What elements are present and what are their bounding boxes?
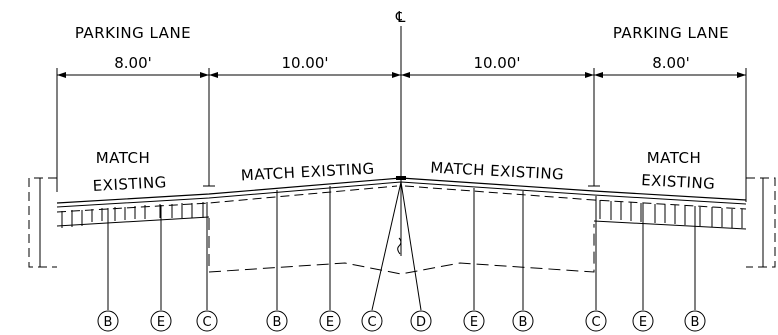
callout-letter: B	[104, 315, 113, 330]
crown-detail	[396, 176, 406, 256]
match-existing-right-line1: MATCH	[647, 149, 702, 167]
dimension-right-travel: 10.00'	[473, 54, 520, 72]
gutter-hatch-right	[599, 200, 743, 228]
callout-letter: E	[470, 315, 478, 330]
match-existing-center-right: MATCH EXISTING	[430, 159, 565, 184]
match-existing-center-left: MATCH EXISTING	[240, 160, 375, 185]
match-existing-left-line2: EXISTING	[92, 173, 167, 195]
callout-circles	[97, 310, 706, 332]
existing-curb-right	[746, 177, 776, 268]
callout-letter: E	[639, 315, 647, 330]
dimension-left-travel: 10.00'	[281, 54, 328, 72]
callout-letter: E	[326, 315, 334, 330]
callout-letter: D	[416, 315, 426, 330]
callout-letter: B	[519, 315, 528, 330]
subbase-outline	[208, 218, 595, 275]
dimension-left-parking: 8.00'	[114, 54, 152, 72]
callout-letter: B	[691, 315, 700, 330]
centerline-symbol: ℄	[395, 8, 406, 26]
dimension-arrows	[57, 72, 746, 78]
match-existing-right-line2: EXISTING	[641, 171, 716, 193]
dimension-right-parking: 8.00'	[652, 54, 690, 72]
callout-letter: E	[157, 315, 165, 330]
right-parking-lane-label: PARKING LANE	[613, 24, 729, 42]
existing-curb-left	[28, 177, 57, 268]
callout-leaders	[107, 181, 696, 311]
gutter-hatch-left	[61, 202, 204, 228]
callout-letter: C	[202, 315, 211, 330]
left-parking-lane-label: PARKING LANE	[75, 24, 191, 42]
match-existing-left-line1: MATCH	[96, 149, 151, 167]
callout-letter: C	[591, 315, 600, 330]
callout-letter: B	[273, 315, 282, 330]
callout-letter: C	[367, 315, 376, 330]
